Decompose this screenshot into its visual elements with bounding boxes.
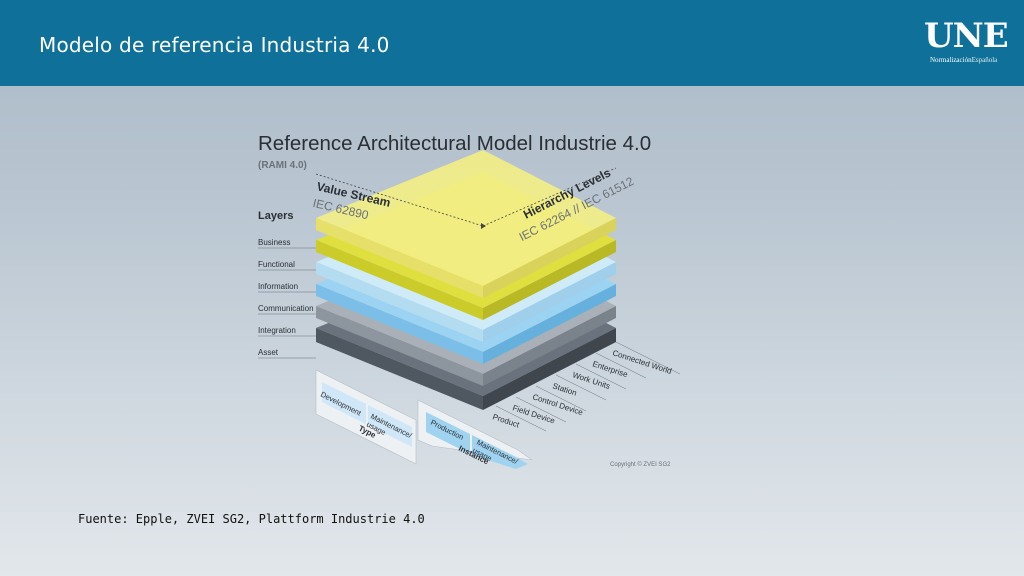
layer-label-integration: Integration: [258, 326, 296, 335]
layer-label-business: Business: [258, 238, 291, 247]
logo-sub-bold: Normalización: [930, 56, 972, 64]
hierarchy-axis: [482, 167, 617, 227]
value-stream-axis: [315, 173, 484, 227]
layer-label-functional: Functional: [258, 260, 295, 269]
business-layer: [316, 150, 616, 298]
header-bar: Modelo de referencia Industria 4.0 UNE N…: [0, 0, 1024, 86]
layer-leader-lines: [258, 247, 316, 359]
logo-sub-light: Española: [971, 56, 998, 64]
diagram-title: Reference Architectural Model Industrie …: [258, 132, 652, 155]
hierarchy-level-enterprise: Enterprise: [591, 359, 629, 379]
layer-label-communication: Communication: [258, 304, 314, 313]
hierarchy-level-product: Product: [491, 412, 521, 429]
layer-label-information: Information: [258, 282, 299, 291]
diagram-copyright: Copyright © ZVEI SG2: [610, 462, 671, 468]
axis-arrow-icon: [481, 223, 486, 229]
type-band: Development Maintenance/ usage Type: [315, 369, 417, 465]
layers-heading: Layers: [258, 210, 294, 222]
logo-subtitle: NormalizaciónEspañola: [930, 56, 997, 64]
source-footnote: Fuente: Epple, ZVEI SG2, Plattform Indus…: [78, 512, 425, 526]
rami-cube-graphic: Development Maintenance/ usage Type Prod…: [258, 150, 681, 469]
diagram-subtitle: (RAMI 4.0): [258, 160, 307, 171]
logo-wordmark: UNE: [924, 16, 1009, 56]
slide-title: Modelo de referencia Industria 4.0: [39, 33, 390, 57]
layer-label-asset: Asset: [258, 348, 279, 357]
hierarchy-ticks: [495, 341, 681, 432]
rami-diagram: Development Maintenance/ usage Type Prod…: [250, 128, 690, 478]
une-logo: UNE NormalizaciónEspañola: [924, 16, 1009, 68]
